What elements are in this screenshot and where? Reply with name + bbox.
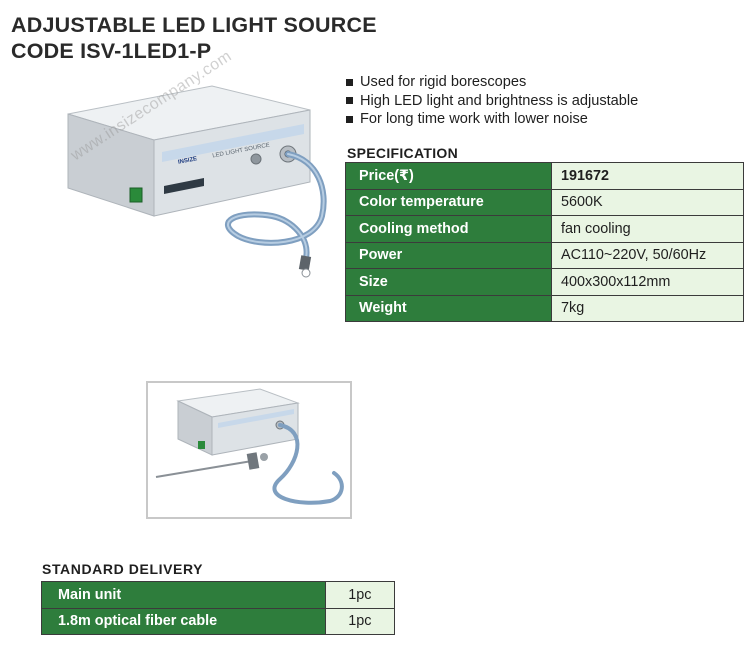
feature-text: High LED light and brightness is adjusta…: [360, 92, 639, 109]
specification-heading: SPECIFICATION: [347, 145, 458, 161]
spec-value: 7kg: [551, 294, 744, 322]
delivery-table: Main unit 1pc 1.8m optical fiber cable 1…: [41, 581, 396, 635]
delivery-item: 1.8m optical fiber cable: [41, 607, 326, 635]
page-title: ADJUSTABLE LED LIGHT SOURCE CODE ISV-1LE…: [11, 12, 377, 64]
table-row: Weight 7kg: [345, 294, 744, 322]
table-row: 1.8m optical fiber cable 1pc: [41, 607, 396, 635]
square-bullet-icon: [346, 97, 353, 105]
table-row: Cooling method fan cooling: [345, 215, 744, 243]
borescope-illustration: [155, 388, 344, 505]
spec-value: AC110~220V, 50/60Hz: [551, 241, 744, 269]
table-row: Color temperature 5600K: [345, 188, 744, 216]
feature-text: For long time work with lower noise: [360, 111, 588, 127]
square-bullet-icon: [346, 78, 353, 86]
title-line-1: ADJUSTABLE LED LIGHT SOURCE: [11, 13, 377, 37]
spec-value: 5600K: [551, 188, 744, 216]
feature-item: High LED light and brightness is adjusta…: [346, 92, 638, 111]
spec-label: Price(₹): [345, 162, 552, 190]
specification-table: Price(₹) 191672 Color temperature 5600K …: [345, 162, 744, 322]
table-row: Price(₹) 191672: [345, 162, 744, 190]
square-bullet-icon: [346, 115, 353, 123]
table-row: Main unit 1pc: [41, 581, 396, 609]
product-image: INSIZE LED LIGHT SOURCE: [60, 70, 340, 290]
delivery-qty: 1pc: [324, 581, 396, 609]
spec-value: 400x300x112mm: [551, 268, 744, 296]
delivery-heading: STANDARD DELIVERY: [42, 561, 204, 577]
feature-list: Used for rigid borescopes High LED light…: [346, 73, 638, 129]
spec-label: Power: [345, 241, 552, 269]
feature-text: Used for rigid borescopes: [360, 74, 527, 90]
borescope-setup-image: [146, 381, 352, 519]
table-row: Size 400x300x112mm: [345, 268, 744, 296]
spec-label: Size: [345, 268, 552, 296]
spec-value: fan cooling: [551, 215, 744, 243]
table-row: Power AC110~220V, 50/60Hz: [345, 241, 744, 269]
spec-label: Cooling method: [345, 215, 552, 243]
spec-label: Weight: [345, 294, 552, 322]
delivery-qty: 1pc: [324, 607, 396, 635]
delivery-item: Main unit: [41, 581, 326, 609]
title-line-2: CODE ISV-1LED1-P: [11, 39, 212, 63]
feature-item: For long time work with lower noise: [346, 110, 638, 129]
spec-value: 191672: [551, 162, 744, 190]
spec-label: Color temperature: [345, 188, 552, 216]
led-light-source-illustration: [67, 85, 327, 278]
feature-item: Used for rigid borescopes: [346, 73, 638, 92]
